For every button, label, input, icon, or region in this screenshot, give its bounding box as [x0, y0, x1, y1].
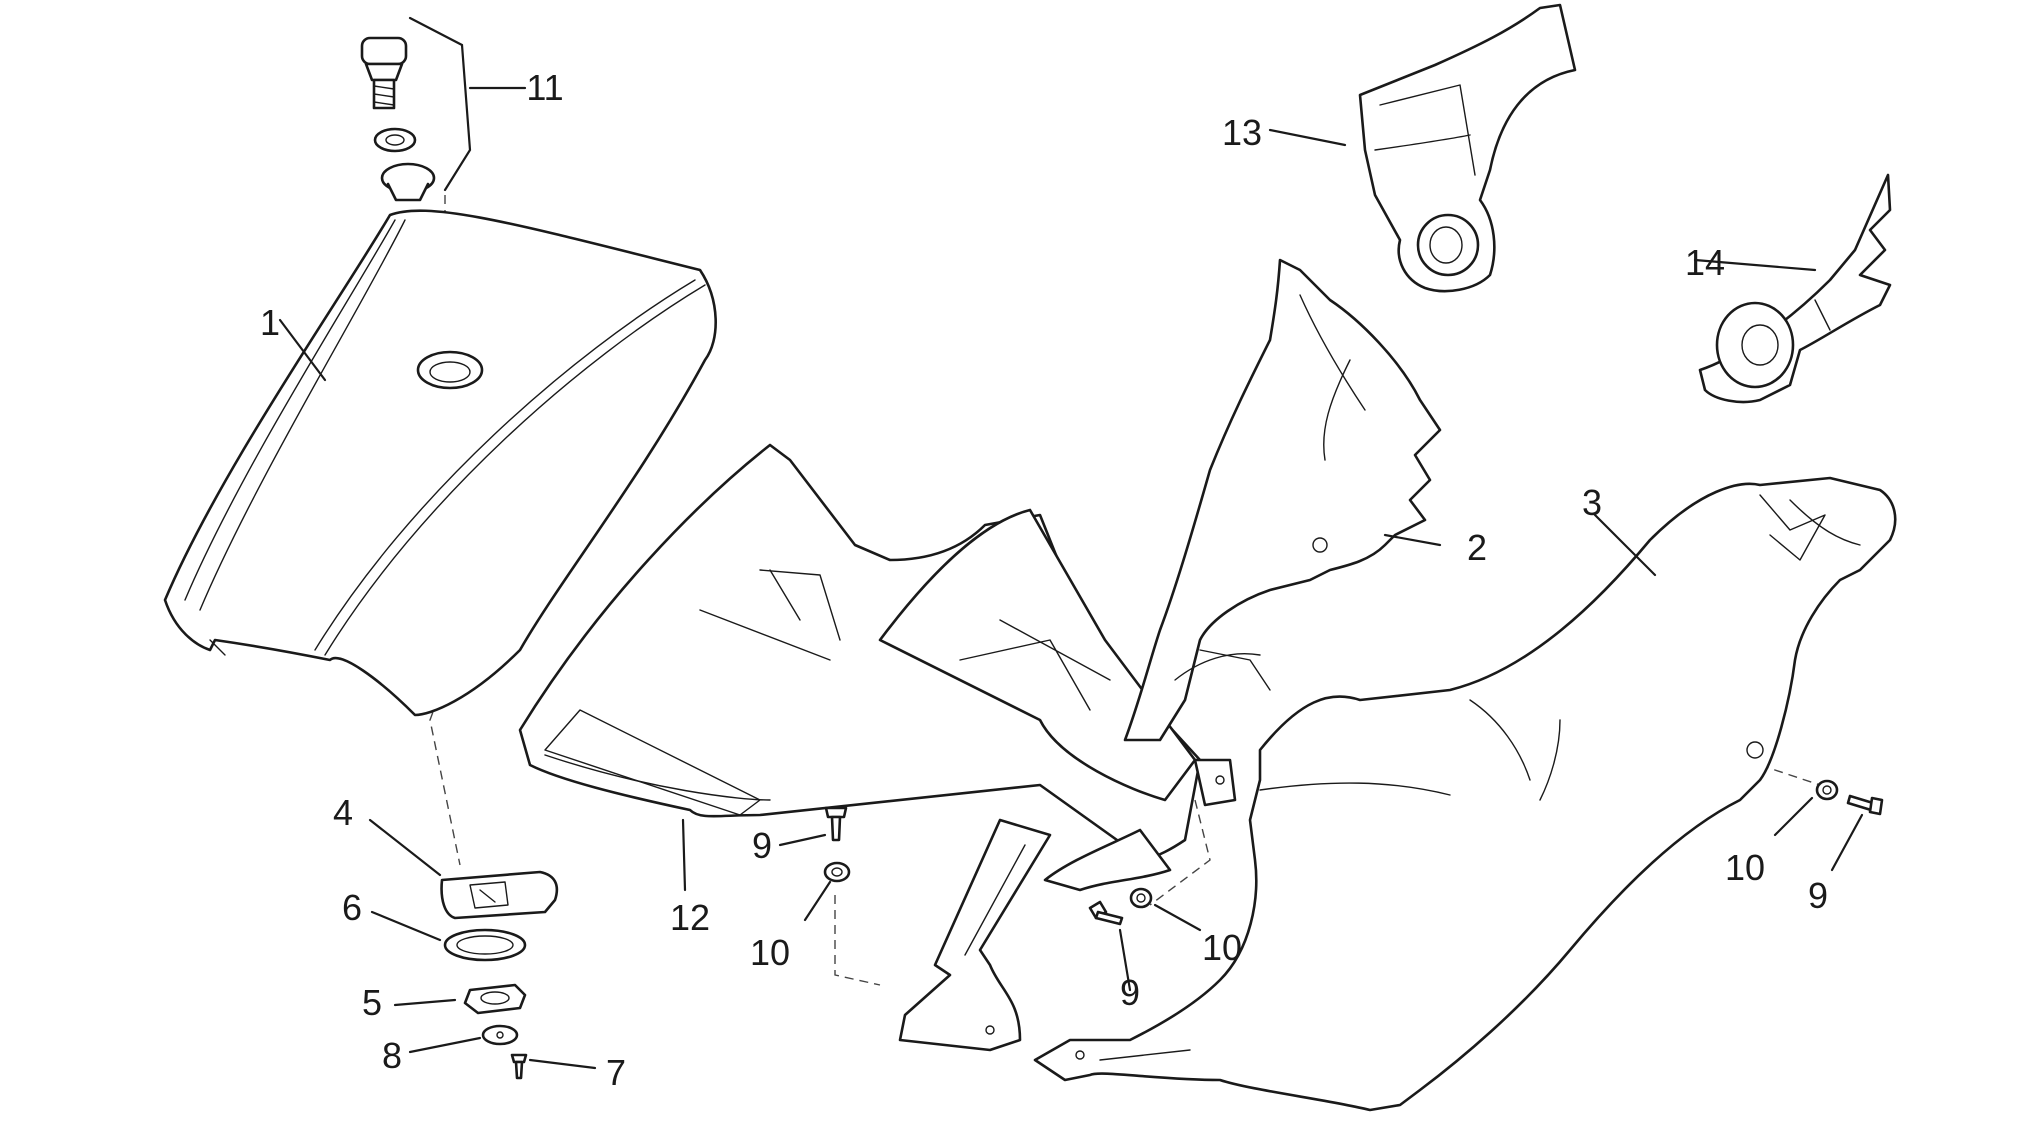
- callout-2: 2: [1467, 527, 1487, 568]
- callout-labels: 1 11 13 14 2 3 4 6 5 8 7 12 9 10 9 10 10…: [260, 67, 1828, 1093]
- part-1-shield-cover: [163, 209, 717, 717]
- callout-10-left: 10: [750, 932, 790, 973]
- callout-6: 6: [342, 887, 362, 928]
- part-14-small-bracket: [1698, 173, 1892, 404]
- callout-5: 5: [362, 982, 382, 1023]
- callout-10-right: 10: [1725, 847, 1765, 888]
- callout-1: 1: [260, 302, 280, 343]
- callout-4: 4: [333, 792, 353, 833]
- part-12-floor-frame: [518, 443, 1237, 1052]
- callout-13: 13: [1222, 112, 1262, 153]
- part-13-bracket: [1358, 3, 1577, 293]
- callout-9-right: 9: [1808, 875, 1828, 916]
- callout-10-center: 10: [1202, 927, 1242, 968]
- callout-leader-lines: [278, 16, 1864, 1070]
- callout-12: 12: [670, 897, 710, 938]
- callout-3: 3: [1582, 482, 1602, 523]
- callout-9-left: 9: [752, 825, 772, 866]
- parts-4-8-lock-assembly: [440, 870, 559, 1080]
- part-11-bolt-washers: [360, 36, 436, 202]
- callout-14: 14: [1685, 242, 1725, 283]
- callout-7: 7: [606, 1052, 626, 1093]
- callout-9-center: 9: [1120, 972, 1140, 1013]
- callout-11: 11: [526, 67, 563, 108]
- part-2-inner-leg-shield: [1123, 258, 1442, 742]
- callout-8: 8: [382, 1035, 402, 1076]
- fasteners-9-10: [823, 779, 1884, 926]
